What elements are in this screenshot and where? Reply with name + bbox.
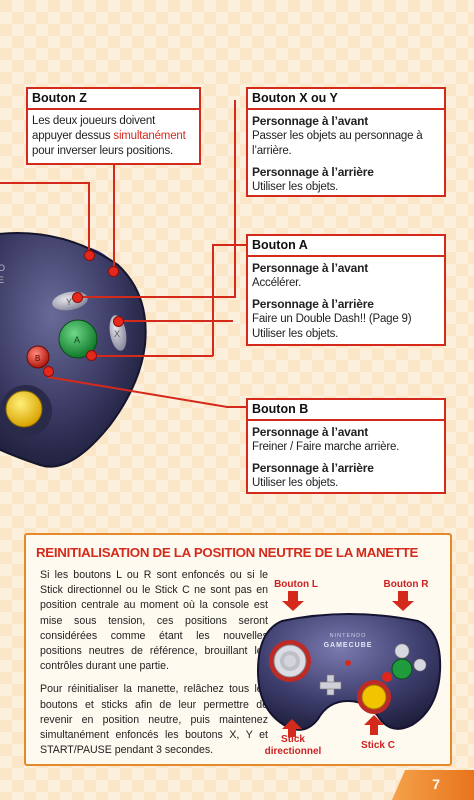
label-bouton-r: Bouton R bbox=[383, 579, 429, 590]
controller-diagram: NINTENDO GAMECUBE bbox=[256, 591, 442, 737]
bouton-xy-text: Personnage à l’avant Passer les objets a… bbox=[248, 110, 444, 199]
svg-text:B: B bbox=[35, 354, 40, 363]
label-stick-directionnel: Stick directionnel bbox=[264, 734, 322, 757]
label-stick-c: Stick C bbox=[361, 740, 395, 751]
c-stick bbox=[0, 385, 52, 437]
reset-panel: REINITIALISATION DE LA POSITION NEUTRE D… bbox=[24, 533, 452, 766]
bouton-b-text: Personnage à l’avant Freiner / Faire mar… bbox=[248, 421, 444, 495]
bouton-a-box: Bouton A Personnage à l’avant Accélérer.… bbox=[246, 234, 446, 346]
y-button bbox=[394, 643, 410, 659]
arrow-r-icon bbox=[392, 591, 414, 611]
svg-text:Y: Y bbox=[66, 297, 72, 307]
reset-panel-text: Si les boutons L ou R sont enfoncés ou s… bbox=[40, 568, 268, 766]
reset-paragraph-1: Si les boutons L ou R sont enfoncés ou s… bbox=[40, 569, 268, 673]
bouton-z-text: Les deux joueurs doivent appuyer dessus … bbox=[32, 115, 186, 157]
reset-panel-title: REINITIALISATION DE LA POSITION NEUTRE D… bbox=[36, 545, 419, 560]
back-heading: Personnage à l’arrière bbox=[252, 297, 374, 311]
bouton-a-title: Bouton A bbox=[248, 236, 444, 257]
back-heading: Personnage à l’arrière bbox=[252, 165, 374, 179]
dpad-icon bbox=[319, 674, 342, 696]
bouton-b-title: Bouton B bbox=[248, 400, 444, 421]
control-stick bbox=[269, 640, 311, 682]
front-text: Passer les objets au personnage à l’arri… bbox=[252, 130, 423, 157]
b-button: B bbox=[26, 345, 50, 369]
bouton-z-title: Bouton Z bbox=[28, 89, 199, 110]
page-number-tab: 7 bbox=[392, 770, 474, 800]
front-heading: Personnage à l’avant bbox=[252, 425, 369, 439]
bouton-z-box: Bouton Z Les deux joueurs doivent appuye… bbox=[26, 87, 201, 165]
back-text: Utiliser les objets. bbox=[252, 181, 339, 193]
reset-paragraph-2: Pour réinitialiser la manette, relâchez … bbox=[40, 683, 268, 757]
arrow-l-icon bbox=[282, 591, 304, 611]
brand-gamecube: GAMECUBE bbox=[324, 642, 373, 649]
front-heading: Personnage à l’avant bbox=[252, 114, 369, 128]
controller-illustration: Y X A B O E bbox=[0, 232, 147, 468]
x-button bbox=[413, 658, 427, 672]
highlight-simultanement: simultanément bbox=[113, 130, 186, 142]
bouton-xy-box: Bouton X ou Y Personnage à l’avant Passe… bbox=[246, 87, 446, 197]
bouton-xy-title: Bouton X ou Y bbox=[248, 89, 444, 110]
back-heading: Personnage à l’arrière bbox=[252, 461, 374, 475]
svg-text:A: A bbox=[74, 335, 80, 345]
a-button bbox=[391, 658, 413, 680]
svg-text:O: O bbox=[0, 263, 5, 273]
front-text: Freiner / Faire marche arrière. bbox=[252, 441, 400, 453]
label-bouton-l: Bouton L bbox=[274, 579, 318, 590]
brand-nintendo: NINTENDO bbox=[330, 633, 367, 639]
page-number: 7 bbox=[432, 776, 440, 792]
back-text: Utiliser les objets. bbox=[252, 477, 339, 489]
svg-text:E: E bbox=[0, 275, 4, 285]
back-text-1: Faire un Double Dash!! (Page 9) bbox=[252, 313, 412, 325]
back-text-2: Utiliser les objets. bbox=[252, 328, 339, 340]
c-stick bbox=[357, 680, 391, 714]
front-heading: Personnage à l’avant bbox=[252, 261, 369, 275]
b-button bbox=[382, 672, 392, 682]
bouton-a-text: Personnage à l’avant Accélérer. Personna… bbox=[248, 257, 444, 346]
svg-text:X: X bbox=[114, 329, 120, 339]
bouton-b-box: Bouton B Personnage à l’avant Freiner / … bbox=[246, 398, 446, 494]
arrow-stick-icon bbox=[282, 719, 302, 737]
a-button: A bbox=[58, 319, 98, 359]
arrow-c-icon bbox=[364, 715, 384, 735]
front-text: Accélérer. bbox=[252, 277, 302, 289]
